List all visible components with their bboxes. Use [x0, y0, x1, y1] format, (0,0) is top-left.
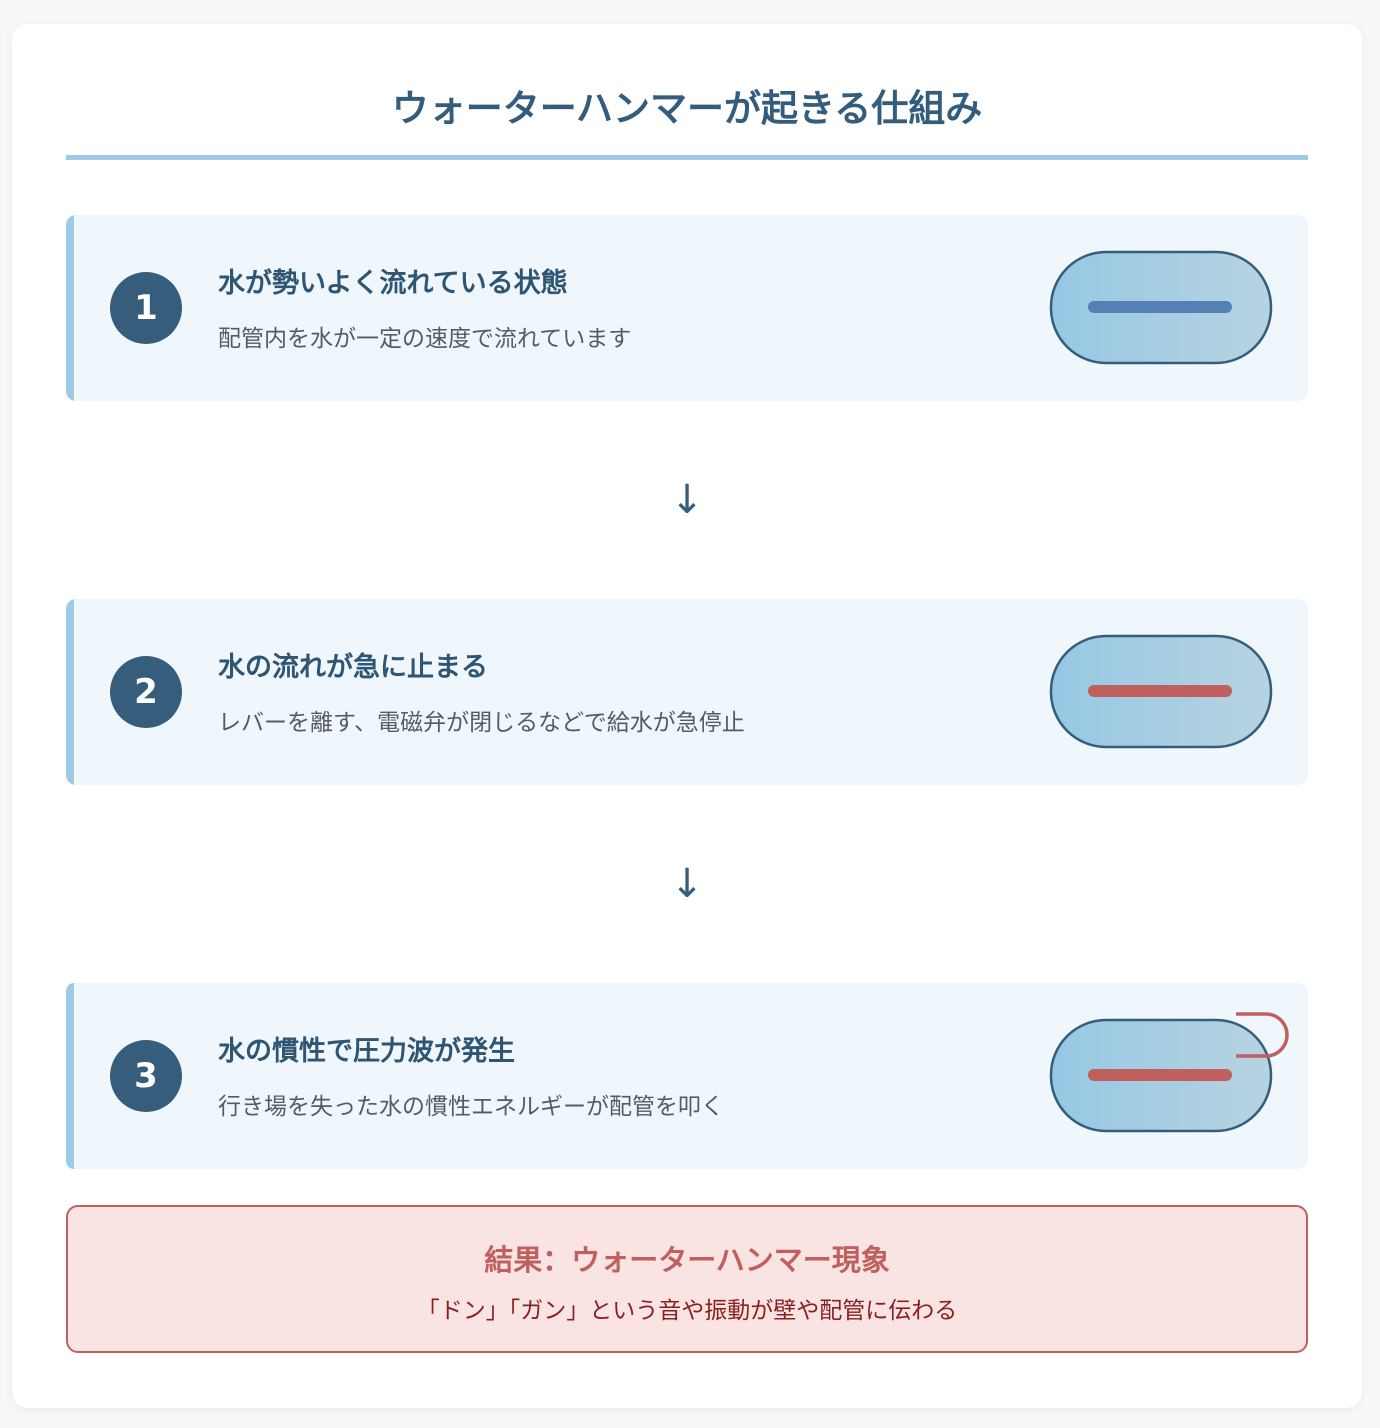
title-divider — [66, 155, 1308, 160]
step-accent-bar — [66, 215, 74, 401]
step-title: 水が勢いよく流れている状態 — [218, 268, 568, 299]
result-description: 「ドン」「ガン」という音や振動が壁や配管に伝わる — [416, 1298, 958, 1324]
down-arrow-icon: ↓ — [670, 477, 704, 523]
step-accent-bar — [66, 599, 74, 785]
result-box: 結果：ウォーターハンマー現象 「ドン」「ガン」という音や振動が壁や配管に伝わる — [66, 1205, 1308, 1353]
pressure-wave-icon — [1236, 1012, 1289, 1058]
down-arrow-icon: ↓ — [670, 861, 704, 907]
step-title: 水の慣性で圧力波が発生 — [218, 1036, 515, 1067]
pipe-flowing-icon — [1049, 250, 1273, 365]
step-accent-bar — [66, 983, 74, 1169]
step-1-panel: 1 水が勢いよく流れている状態 配管内を水が一定の速度で流れています — [66, 215, 1308, 401]
step-description: 配管内を水が一定の速度で流れています — [218, 326, 632, 352]
step-2-panel: 2 水の流れが急に止まる レバーを離す、電磁弁が閉じるなどで給水が急停止 — [66, 599, 1308, 785]
page-title: ウォーターハンマーが起きる仕組み — [391, 87, 983, 130]
step-number-badge: 3 — [110, 1040, 182, 1112]
step-number-badge: 1 — [110, 272, 182, 344]
step-description: 行き場を失った水の慣性エネルギーが配管を叩く — [218, 1094, 724, 1120]
step-number-badge: 2 — [110, 656, 182, 728]
pipe-stopped-icon — [1049, 634, 1273, 749]
diagram-card: ウォーターハンマーが起きる仕組み 1 水が勢いよく流れている状態 配管内を水が一… — [12, 24, 1362, 1408]
result-title: 結果：ウォーターハンマー現象 — [484, 1243, 890, 1277]
pipe-pressure-wave-icon — [1049, 1012, 1289, 1133]
step-title: 水の流れが急に止まる — [218, 652, 488, 683]
step-description: レバーを離す、電磁弁が閉じるなどで給水が急停止 — [218, 710, 745, 736]
step-3-panel: 3 水の慣性で圧力波が発生 行き場を失った水の慣性エネルギーが配管を叩く — [66, 983, 1308, 1169]
